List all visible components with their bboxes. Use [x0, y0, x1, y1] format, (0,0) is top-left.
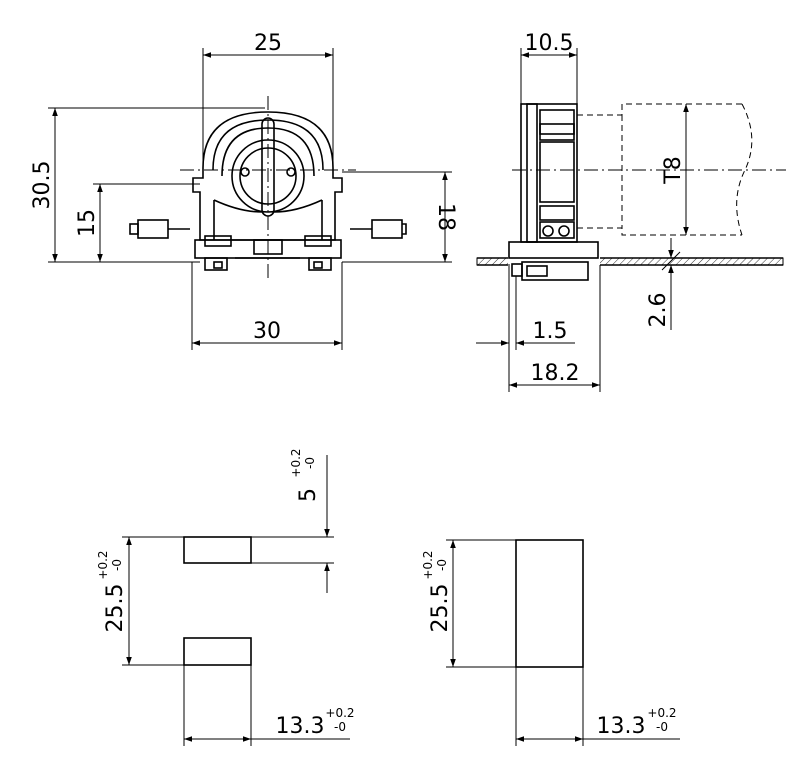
tol-minus-5: -0: [303, 457, 317, 469]
dimension-18: 18: [342, 171, 458, 263]
dim-label-1-5: 1.5: [533, 319, 568, 344]
wire-pin-right: [350, 219, 407, 239]
panel-cutout-single: 25.5 +0.2 -0 13.3 +0.2 -0: [421, 539, 680, 746]
dimension-25-5-left: 25.5 +0.2 -0: [96, 536, 184, 666]
front-view: 25 30 30.5 15 18: [30, 31, 458, 350]
tol-minus-13-3-right: -0: [656, 720, 668, 734]
cutout-slot-top: [183, 536, 252, 564]
tol-plus-25-5-right: +0.2: [421, 550, 435, 579]
dim-label-10-5: 10.5: [525, 31, 574, 56]
dimension-25-5-right: 25.5 +0.2 -0: [421, 539, 516, 668]
dim-label-13-3-left: 13.3: [276, 714, 325, 739]
dim-label-2-6: 2.6: [646, 293, 671, 328]
dimension-13-3-right: 13.3 +0.2 -0: [515, 667, 680, 746]
tol-plus-13-3-right: +0.2: [647, 706, 676, 720]
dimension-18-2: 18.2: [509, 265, 601, 392]
tol-plus-25-5-left: +0.2: [96, 550, 110, 579]
side-view: T8 10.5 2.6 1.5 18: [476, 31, 786, 392]
dimension-10-5: 10.5: [520, 31, 578, 104]
tol-plus-5: +0.2: [289, 448, 303, 477]
dimension-1-5: 1.5: [476, 264, 575, 392]
dim-label-25-5-right: 25.5: [428, 584, 453, 633]
panel-cutout-two-slot: 5 +0.2 -0 25.5 +0.2 -0 13.3 +0.2 -0: [96, 448, 355, 746]
lampholder-side-body: [508, 103, 599, 281]
dim-label-18: 18: [433, 203, 458, 231]
cutout-rectangle: [515, 539, 584, 668]
tol-minus-25-5-left: -0: [110, 559, 124, 571]
dimension-15: 15: [75, 183, 200, 262]
cutout-slot-bottom: [183, 637, 252, 666]
dimension-30: 30: [191, 262, 343, 350]
tol-minus-13-3-left: -0: [334, 720, 346, 734]
tol-plus-13-3-left: +0.2: [325, 706, 354, 720]
dim-label-15: 15: [75, 209, 100, 237]
dim-label-13-3-right: 13.3: [597, 714, 646, 739]
dimension-t8: T8: [661, 104, 689, 235]
dim-label-30-5: 30.5: [30, 161, 55, 210]
tol-minus-25-5-right: -0: [435, 559, 449, 571]
dim-label-25-5-left: 25.5: [103, 584, 128, 633]
dim-label-25: 25: [254, 31, 282, 56]
dimension-13-3-left: 13.3 +0.2 -0: [183, 665, 355, 746]
dimension-25: 25: [202, 31, 334, 176]
dimension-30-5: 30.5: [30, 107, 265, 263]
dimension-2-6: 2.6: [600, 238, 681, 330]
dim-label-5: 5: [296, 488, 321, 502]
dim-label-18-2: 18.2: [531, 361, 580, 386]
wire-pin-left: [129, 219, 190, 239]
t8-tube-outline: [577, 103, 753, 236]
dim-label-30: 30: [253, 319, 281, 344]
dim-label-t8: T8: [661, 156, 686, 184]
dimension-5: 5 +0.2 -0: [251, 448, 334, 593]
